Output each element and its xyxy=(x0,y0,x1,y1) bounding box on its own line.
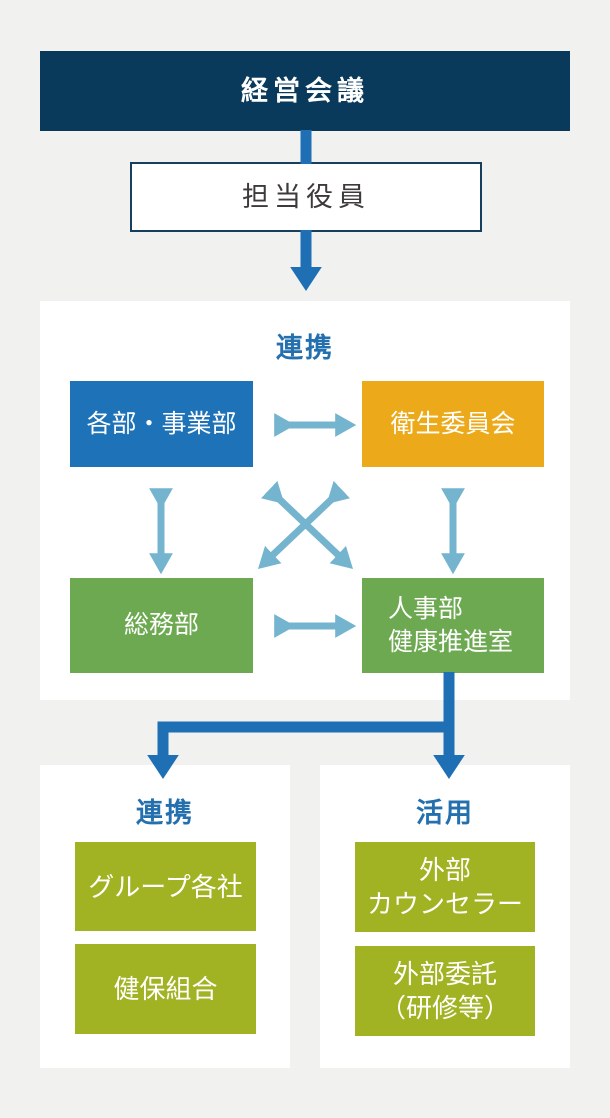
bottom-cooperation-label: 連携 xyxy=(136,798,194,828)
hr-label-line1: 人事部 xyxy=(388,594,464,623)
departments-label: 各部・事業部 xyxy=(86,409,237,438)
hr-health-promotion-box: 人事部 健康推進室 xyxy=(362,578,544,673)
external-counselor-line2: カウンセラー xyxy=(366,889,523,919)
outsourcing-box: 外部委託 （研修等） xyxy=(355,946,535,1036)
general-affairs-box: 総務部 xyxy=(70,578,253,673)
utilization-label: 活用 xyxy=(416,798,474,828)
health-insurance-label: 健保組合 xyxy=(113,974,218,1004)
departments-box: 各部・事業部 xyxy=(70,381,253,467)
external-counselor-box: 外部 カウンセラー xyxy=(355,842,535,932)
health-insurance-box: 健保組合 xyxy=(75,944,256,1034)
executive-label: 担当役員 xyxy=(242,181,370,212)
external-counselor-line1: 外部 xyxy=(418,855,471,885)
general-affairs-label: 総務部 xyxy=(123,611,199,639)
outsourcing-line2: （研修等） xyxy=(379,993,510,1023)
group-companies-label: グループ各社 xyxy=(88,871,243,902)
board-meeting-label: 経営会議 xyxy=(241,75,369,106)
executive-box: 担当役員 xyxy=(130,162,482,232)
hr-label-line2: 健康推進室 xyxy=(388,627,514,656)
group-companies-box: グループ各社 xyxy=(75,842,256,931)
hygiene-committee-label: 衛生委員会 xyxy=(390,409,516,438)
cooperation-panel-label: 連携 xyxy=(276,333,334,363)
board-meeting-box: 経営会議 xyxy=(40,51,570,131)
arrow-hr-group-cooperation xyxy=(147,721,449,779)
outsourcing-line1: 外部委託 xyxy=(392,959,497,989)
hygiene-committee-box: 衛生委員会 xyxy=(362,381,544,467)
